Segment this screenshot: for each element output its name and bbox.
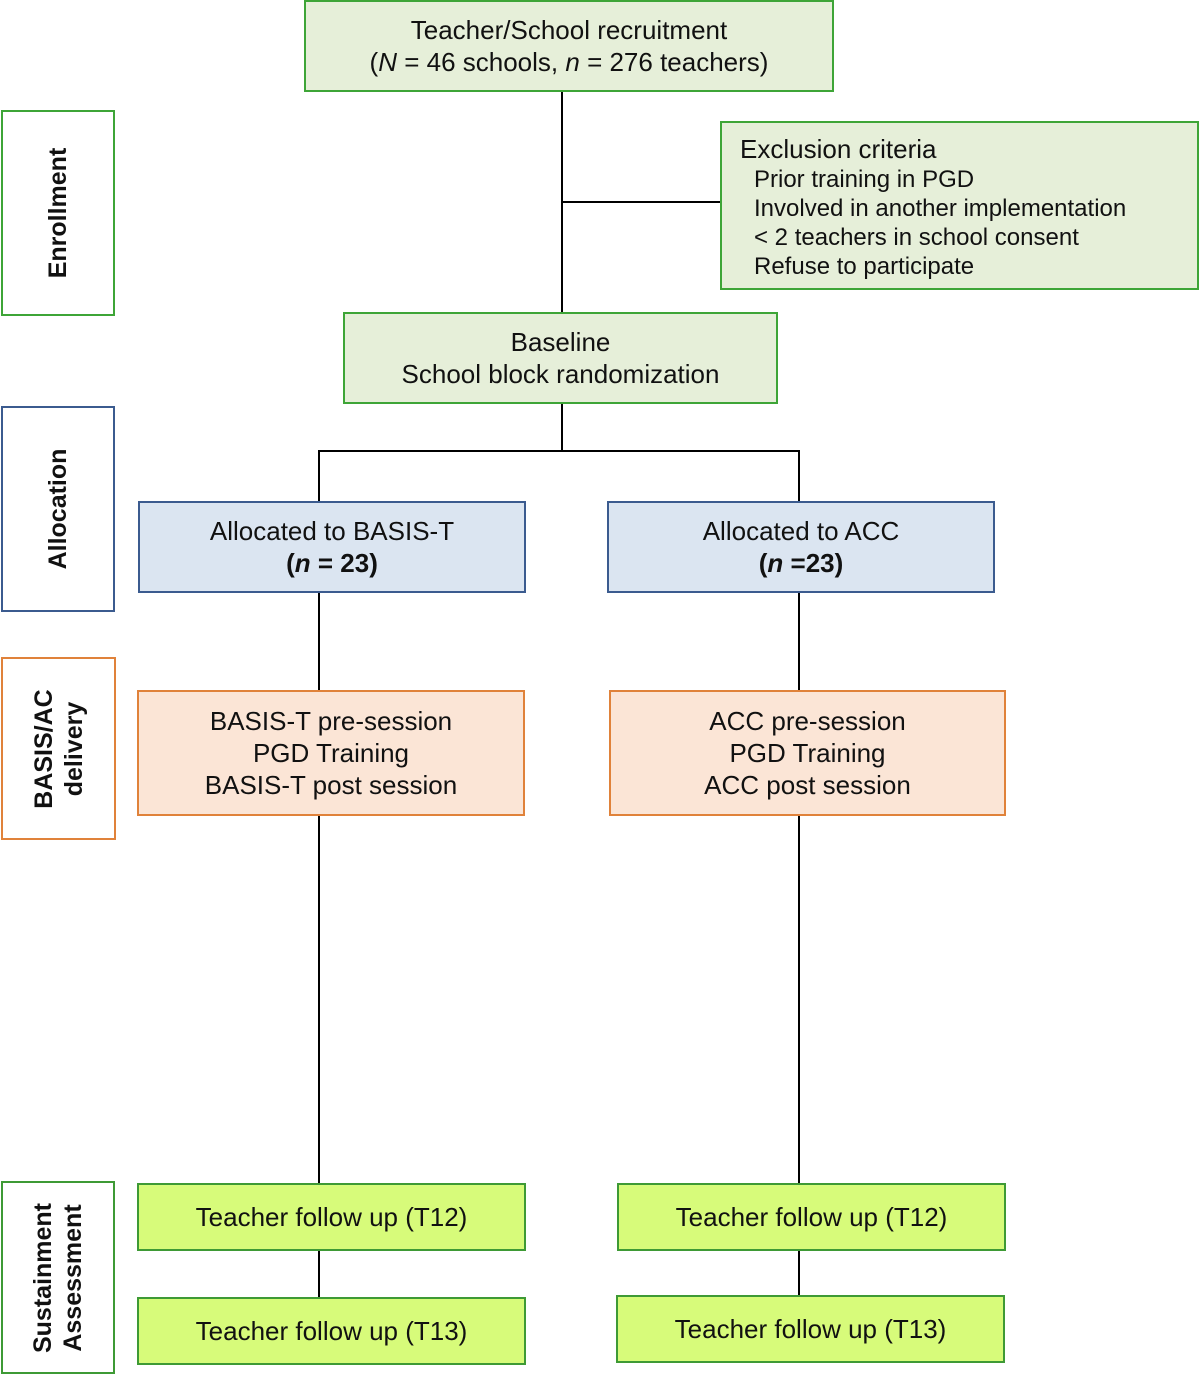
exclusion-item: Refuse to participate [754, 253, 975, 280]
connector-right-delivery-followup [798, 814, 800, 1184]
stage-label-delivery-line1: BASIS/AC [29, 688, 58, 809]
allocation-basis-open: ( [286, 548, 295, 578]
allocation-basis-n-symbol: n [294, 548, 311, 578]
connector-left-alloc-delivery [318, 592, 320, 692]
followup-basis-t13: Teacher follow up (T13) [137, 1297, 526, 1365]
exclusion-title: Exclusion criteria [740, 134, 937, 164]
stage-label-delivery-line2: delivery [59, 701, 88, 796]
stage-label-sustainment-text: Sustainment Assessment [28, 1202, 88, 1352]
connector-split-horizontal [318, 450, 800, 452]
stage-label-sustainment-line1: Sustainment [29, 1202, 57, 1353]
allocation-acc-box: Allocated to ACC (n =23) [607, 501, 995, 593]
allocation-basis-title: Allocated to BASIS-T [209, 516, 455, 546]
recruitment-box: Teacher/School recruitment (N = 46 schoo… [304, 0, 834, 92]
followup-acc-t13-text: Teacher follow up (T13) [674, 1314, 947, 1344]
baseline-title: Baseline [510, 327, 611, 357]
allocation-acc-n: =23) [783, 548, 844, 578]
stage-label-allocation: Allocation [1, 406, 115, 612]
allocation-acc-n-symbol: n [767, 548, 784, 578]
delivery-basis-box: BASIS-T pre-session PGD Training BASIS-T… [137, 690, 525, 816]
connector-baseline-split [561, 402, 563, 452]
stage-label-sustainment-line2: Assessment [59, 1203, 87, 1352]
connector-split-left [318, 450, 320, 502]
delivery-acc-pre: ACC pre-session [709, 706, 906, 736]
delivery-acc-box: ACC pre-session PGD Training ACC post se… [609, 690, 1006, 816]
stage-label-enrollment-text: Enrollment [44, 147, 72, 279]
exclusion-item: Prior training in PGD [754, 166, 975, 193]
stage-label-delivery: BASIS/AC delivery [1, 657, 116, 840]
delivery-acc-training: PGD Training [729, 738, 886, 768]
recruitment-n2-symbol: n [565, 47, 580, 77]
connector-exclusion [562, 201, 721, 203]
allocation-basis-box: Allocated to BASIS-T (n = 23) [138, 501, 526, 593]
followup-acc-t12: Teacher follow up (T12) [617, 1183, 1006, 1251]
allocation-basis-count: (n = 23) [286, 547, 378, 579]
allocation-acc-count: (n =23) [759, 547, 844, 579]
recruitment-n-symbol: N [378, 47, 397, 77]
connector-left-t12-t13 [318, 1250, 320, 1298]
followup-acc-t13: Teacher follow up (T13) [616, 1295, 1005, 1363]
connector-right-alloc-delivery [798, 592, 800, 692]
exclusion-item: < 2 teachers in school consent [754, 224, 1079, 251]
delivery-basis-training: PGD Training [252, 738, 410, 768]
connector-left-delivery-followup [318, 814, 320, 1184]
delivery-basis-post: BASIS-T post session [204, 770, 458, 800]
followup-basis-t12-text: Teacher follow up (T12) [195, 1202, 468, 1232]
recruitment-counts: (N = 46 schools, n = 276 teachers) [370, 46, 769, 78]
stage-label-enrollment: Enrollment [1, 110, 115, 316]
baseline-box: Baseline School block randomization [343, 312, 778, 404]
followup-basis-t12: Teacher follow up (T12) [137, 1183, 526, 1251]
allocation-acc-title: Allocated to ACC [702, 516, 900, 546]
allocation-basis-n: = 23) [310, 548, 378, 578]
followup-basis-t13-text: Teacher follow up (T13) [195, 1316, 468, 1346]
connector-split-right [798, 450, 800, 502]
delivery-acc-post: ACC post session [704, 770, 911, 800]
followup-acc-t12-text: Teacher follow up (T12) [675, 1202, 948, 1232]
baseline-randomization: School block randomization [401, 359, 720, 389]
recruitment-schools: = 46 schools, [396, 47, 566, 77]
stage-label-allocation-text: Allocation [44, 448, 72, 570]
stage-label-delivery-text: BASIS/AC delivery [29, 689, 89, 808]
recruitment-title: Teacher/School recruitment [410, 15, 728, 45]
stage-label-sustainment: Sustainment Assessment [1, 1181, 115, 1374]
recruitment-open-paren: ( [369, 47, 379, 77]
recruitment-teachers: = 276 teachers) [579, 47, 769, 77]
connector-right-t12-t13 [798, 1250, 800, 1296]
allocation-acc-open: ( [758, 548, 768, 578]
exclusion-box: Exclusion criteria Prior training in PGD… [720, 121, 1199, 290]
exclusion-item: Involved in another implementation [754, 195, 1127, 222]
delivery-basis-pre: BASIS-T pre-session [209, 706, 453, 736]
